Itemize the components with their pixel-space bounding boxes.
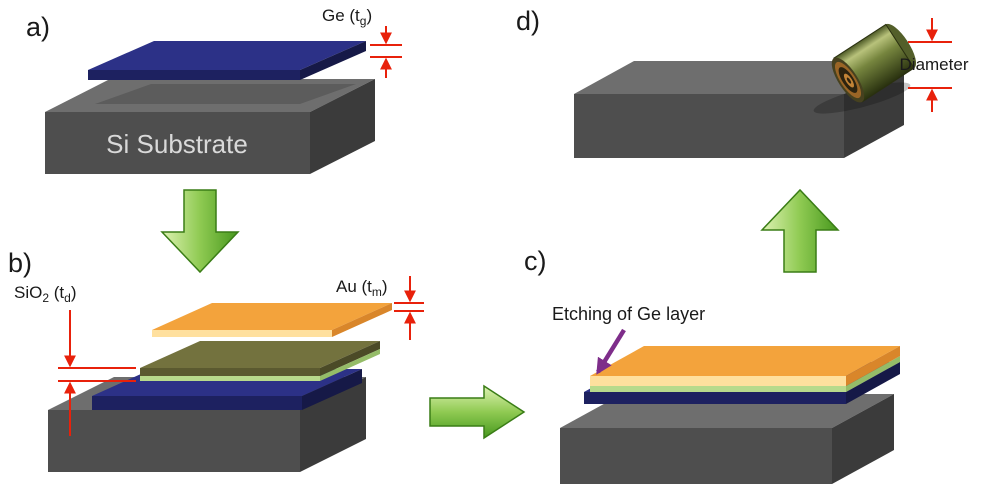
substrate-side-face — [300, 377, 366, 472]
au-front-face — [152, 330, 332, 337]
ge-layer-side-face — [302, 369, 362, 410]
oxide-green-side-face — [320, 349, 380, 381]
panel-b-label: b) — [8, 248, 32, 278]
ge-thickness-dimension: Ge (tg) — [322, 6, 402, 78]
au-layer-b — [152, 303, 392, 337]
ge-layer-front-face — [584, 392, 846, 404]
label-text: (t — [49, 283, 64, 302]
au-front-face — [590, 376, 846, 386]
oxide-bilayer-b — [140, 341, 380, 381]
label-subscript: d — [64, 291, 71, 305]
label-text: ) — [71, 283, 77, 302]
si-substrate-block-d — [574, 61, 904, 158]
label-text: Ge (t — [322, 6, 360, 25]
panel-c-label: c) — [524, 246, 547, 276]
substrate-side-face — [310, 79, 375, 174]
substrate-front-face — [45, 112, 310, 174]
metal-thickness-label: Au (tm) — [336, 277, 388, 299]
oxide-green-front-face — [140, 376, 320, 381]
substrate-top-face — [574, 61, 904, 94]
si-substrate-label: Si Substrate — [106, 129, 248, 159]
au-top-face — [590, 346, 900, 376]
ge-thickness-label: Ge (tg) — [322, 6, 372, 28]
label-text: Au (t — [336, 277, 372, 296]
layer-shadow — [95, 84, 356, 104]
etching-annotation: Etching of Ge layer — [552, 304, 705, 375]
ge-layer-front-face — [88, 70, 300, 80]
label-subscript: 2 — [42, 291, 49, 305]
oxide-top-face — [140, 341, 380, 368]
etching-pointer-arrow-icon — [596, 328, 626, 375]
process-arrow-c-to-d-icon — [760, 188, 840, 273]
diameter-label: Diameter — [900, 55, 969, 74]
au-side-face — [846, 346, 900, 386]
panel-a-label: a) — [26, 12, 50, 42]
substrate-front-face — [574, 94, 844, 158]
substrate-side-face — [844, 61, 904, 158]
substrate-front-face — [48, 410, 300, 472]
process-arrow-a-to-b-icon — [160, 189, 240, 274]
ge-layer-a — [88, 41, 366, 80]
process-arrow-b-to-c-icon — [429, 384, 526, 440]
panel-b: b) SiO2 (td) — [8, 248, 424, 472]
panel-d-label: d) — [516, 6, 540, 36]
au-side-face — [332, 303, 392, 337]
oxide-side-face — [320, 341, 380, 376]
ge-layer-front-face — [92, 396, 302, 410]
si-substrate-block-c — [560, 394, 894, 484]
si-substrate-block-a: Si Substrate — [45, 79, 375, 174]
rolled-up-microtube — [831, 23, 917, 103]
panel-c: c) Etching of Ge layer — [524, 246, 900, 484]
au-top-face — [152, 303, 392, 330]
etching-annotation-label: Etching of Ge layer — [552, 304, 705, 324]
label-text: ) — [366, 6, 372, 25]
label-subscript: g — [360, 14, 367, 28]
oxide-green-front-face — [590, 386, 846, 392]
ge-layer-side-face — [846, 362, 900, 404]
ge-layer-side-face — [300, 41, 366, 80]
substrate-side-face — [832, 394, 894, 484]
ge-layer-top-face — [88, 41, 366, 70]
metal-thickness-dimension: Au (tm) — [336, 276, 424, 340]
oxide-thickness-dimension: SiO2 (td) — [14, 283, 136, 436]
oxide-green-side-face — [846, 356, 900, 392]
etched-layer-stack-c — [584, 346, 900, 404]
panel-d: d) Diameter — [516, 6, 969, 158]
tube-center — [846, 77, 852, 84]
label-text: ) — [382, 277, 388, 296]
substrate-front-face — [560, 428, 832, 484]
panel-a: a) Si Substrate Ge (tg) — [26, 6, 402, 174]
label-subscript: m — [372, 285, 382, 299]
label-text: SiO — [14, 283, 42, 302]
oxide-front-face — [140, 368, 320, 376]
substrate-top-face — [45, 79, 375, 112]
oxide-thickness-label: SiO2 (td) — [14, 283, 77, 305]
diameter-dimension: Diameter — [900, 18, 969, 112]
